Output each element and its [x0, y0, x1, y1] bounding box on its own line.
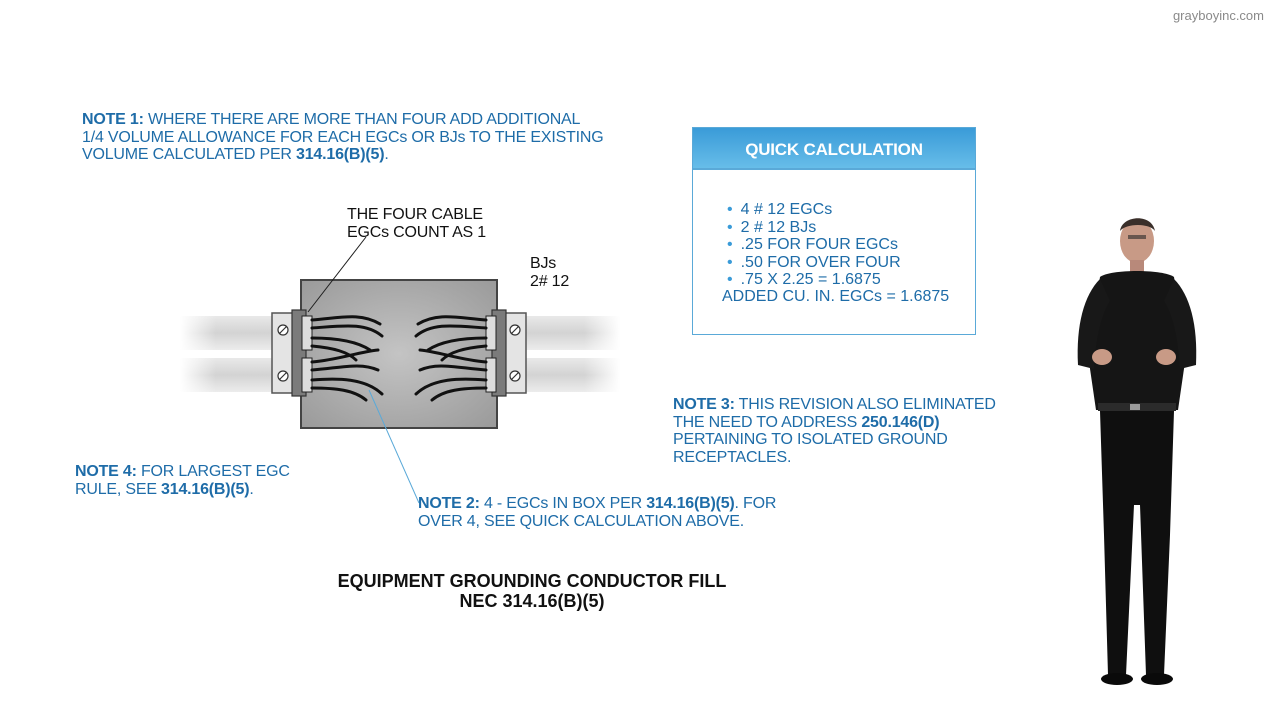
- note-2: NOTE 2: 4 - EGCs IN BOX PER 314.16(B)(5)…: [418, 495, 838, 530]
- note-2-leader: [368, 389, 420, 504]
- bullet-icon: •: [727, 271, 733, 288]
- right-wires: [414, 315, 488, 402]
- bullet-icon: •: [727, 201, 733, 218]
- cable-egc-label-line1: THE FOUR CABLE: [347, 206, 483, 223]
- quick-calculation-item-text: .75 X 2.25 = 1.6875: [740, 271, 881, 288]
- bj-label-line1: BJs: [530, 255, 557, 272]
- note-1-ref: 314.16(B)(5): [296, 146, 385, 163]
- quick-calculation-item: • 4 # 12 EGCs: [727, 201, 901, 219]
- quick-calculation-item-text: 2 # 12 BJs: [740, 218, 817, 236]
- quick-calculation-item-text: 4 # 12 EGCs: [740, 201, 833, 218]
- note-1-label: NOTE 1:: [82, 111, 144, 128]
- note-4-ref: 314.16(B)(5): [161, 480, 250, 498]
- note-3-line1: THIS REVISION ALSO ELIMINATED: [734, 396, 996, 413]
- watermark: grayboyinc.com: [1172, 8, 1264, 23]
- note-4-line2c: .: [249, 480, 254, 498]
- bullet-icon: •: [727, 218, 733, 236]
- left-wires: [310, 315, 384, 402]
- note-2-label: NOTE 2:: [418, 495, 480, 512]
- quick-calculation-total: ADDED CU. IN. EGCs = 1.6875: [722, 288, 950, 305]
- note-1-line1: WHERE THERE ARE MORE THAN FOUR ADD ADDIT…: [143, 111, 581, 128]
- quick-calculation-item: • 2 # 12 BJs: [727, 219, 901, 237]
- note-1-line2: 1/4 VOLUME ALLOWANCE FOR EACH EGCs OR BJ…: [82, 128, 604, 146]
- quick-calculation-item: • .25 FOR FOUR EGCs: [727, 236, 901, 254]
- quick-calculation-box: QUICK CALCULATION • 4 # 12 EGCs • 2 # 12 B…: [692, 127, 976, 335]
- cable-label-leader: [307, 236, 367, 313]
- note-1-line3c: .: [384, 146, 389, 163]
- note-2-line1a: 4 - EGCs IN BOX PER: [479, 495, 647, 512]
- quick-calculation-item: • .75 X 2.25 = 1.6875: [727, 271, 901, 289]
- note-3-ref: 250.146(D): [861, 413, 940, 431]
- left-cables: [180, 310, 275, 400]
- note-3: NOTE 3: THIS REVISION ALSO ELIMINATED TH…: [673, 396, 1033, 466]
- bj-label-line2: 2# 12: [530, 272, 570, 290]
- diagram-caption: EQUIPMENT GROUNDING CONDUCTOR FILL NEC 3…: [300, 571, 764, 611]
- bullet-icon: •: [727, 236, 733, 253]
- right-connector: [485, 309, 527, 397]
- cable-egc-label-line2: EGCs COUNT AS 1: [347, 223, 486, 241]
- note-3-label: NOTE 3:: [673, 396, 735, 413]
- note-2-ref: 314.16(B)(5): [646, 495, 735, 512]
- quick-calculation-item: • .50 FOR OVER FOUR: [727, 254, 901, 272]
- note-2-line2: OVER 4, SEE QUICK CALCULATION ABOVE.: [418, 512, 744, 530]
- diagram-caption-line2: NEC 314.16(B)(5): [459, 591, 605, 611]
- right-cables: [520, 310, 620, 400]
- quick-calculation-title: QUICK CALCULATION: [693, 128, 975, 168]
- note-2-line1c: . FOR: [734, 495, 777, 512]
- note-4-line1: FOR LARGEST EGC: [136, 463, 290, 480]
- bullet-icon: •: [727, 253, 733, 271]
- junction-box: [300, 279, 498, 429]
- note-4-line2a: RULE, SEE: [75, 480, 162, 498]
- note-1-line3a: VOLUME CALCULATED PER: [82, 146, 297, 163]
- note-3-line3: PERTAINING TO ISOLATED GROUND: [673, 431, 948, 448]
- quick-calculation-item-text: .50 FOR OVER FOUR: [740, 253, 901, 271]
- presenter-figure: [1077, 218, 1197, 685]
- quick-calculation-list: • 4 # 12 EGCs • 2 # 12 BJs • .25 FOR FOUR E…: [727, 201, 901, 289]
- bj-label: BJs 2# 12: [530, 255, 569, 290]
- diagram-caption-line1: EQUIPMENT GROUNDING CONDUCTOR FILL: [337, 571, 727, 591]
- junction-box-diagram: [180, 236, 620, 504]
- left-connector: [271, 309, 313, 397]
- note-4-label: NOTE 4:: [75, 463, 137, 480]
- note-4: NOTE 4: FOR LARGEST EGC RULE, SEE 314.16…: [75, 463, 335, 498]
- note-3-line2a: THE NEED TO ADDRESS: [673, 413, 862, 431]
- cable-egc-label: THE FOUR CABLE EGCs COUNT AS 1: [347, 206, 486, 241]
- note-3-line4: RECEPTACLES.: [673, 448, 792, 466]
- note-1: NOTE 1: WHERE THERE ARE MORE THAN FOUR A…: [82, 111, 642, 164]
- quick-calculation-item-text: .25 FOR FOUR EGCs: [740, 236, 898, 253]
